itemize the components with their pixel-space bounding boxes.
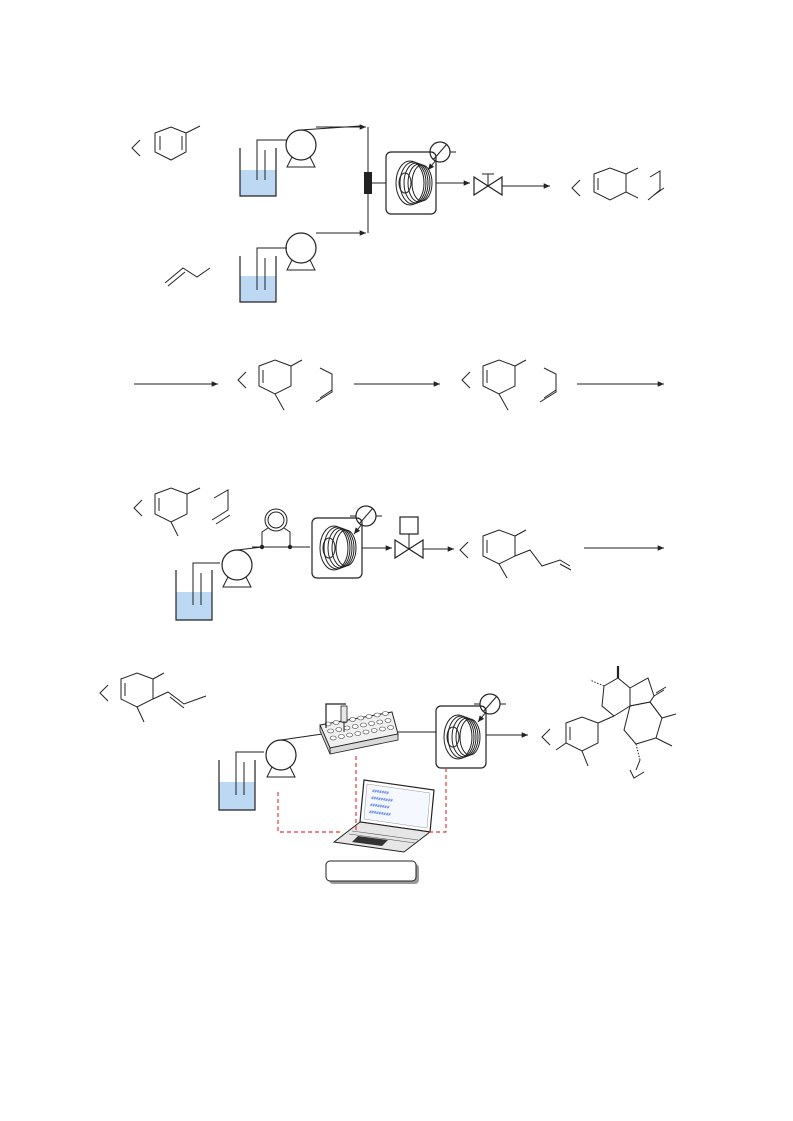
autosampler-needle	[325, 703, 348, 732]
mixer	[364, 127, 386, 233]
svg-text:########: ########	[370, 802, 390, 810]
well	[365, 714, 373, 719]
reagent-structure-alkene	[164, 267, 211, 287]
well	[349, 717, 356, 722]
well	[335, 727, 343, 732]
reservoir-3	[175, 562, 220, 621]
panel-4: ####### ######### ######## #########	[99, 666, 677, 884]
well	[354, 731, 362, 736]
reservoir-4	[218, 751, 264, 811]
coil-reactor-4	[435, 705, 487, 769]
reservoir-2	[239, 247, 287, 303]
well	[362, 729, 370, 735]
well	[387, 725, 394, 730]
control-label-box	[325, 860, 419, 884]
well	[376, 719, 384, 725]
reservoir-1	[239, 139, 287, 197]
coil-reactor-1	[385, 151, 437, 215]
well	[343, 725, 351, 731]
svg-text:#########: #########	[371, 795, 394, 803]
well	[382, 711, 389, 716]
well	[384, 718, 392, 723]
pump-1	[285, 124, 366, 168]
reagent-structure-4	[99, 672, 207, 723]
product-structure-3	[459, 529, 572, 579]
well	[379, 726, 386, 732]
well	[346, 732, 353, 738]
intermediate-structure-2	[461, 359, 557, 411]
panel-2	[134, 359, 664, 411]
well	[329, 735, 337, 741]
pump-3	[221, 546, 263, 588]
control-links	[277, 756, 447, 833]
well	[327, 728, 334, 734]
laptop-controller: ####### ######### ######## #########	[332, 779, 435, 853]
coil-reactor-3	[311, 517, 363, 579]
well	[332, 720, 340, 725]
well	[373, 712, 381, 718]
well	[357, 715, 365, 721]
svg-text:#######: #######	[372, 788, 390, 795]
thermometer-icon-3	[350, 505, 382, 535]
product-structure-1	[571, 167, 665, 201]
well	[368, 721, 375, 726]
reagent-structure-3	[133, 487, 231, 537]
back-pressure-valve-1	[473, 173, 550, 197]
actuated-valve	[394, 516, 454, 560]
well	[370, 728, 378, 733]
well	[360, 722, 367, 728]
panel-1	[131, 124, 665, 303]
thermometer-icon-1	[424, 141, 456, 171]
well	[351, 724, 359, 729]
pump-2	[285, 230, 366, 271]
reagent-structure-benzodioxole	[131, 125, 201, 161]
polycyclic-product-structure	[541, 666, 677, 779]
well-plate	[319, 711, 399, 755]
svg-text:#########: #########	[369, 809, 392, 817]
thermometer-icon-4	[474, 693, 506, 723]
sample-loop	[252, 508, 310, 550]
panel-3	[133, 487, 664, 621]
intermediate-structure-1	[237, 359, 333, 411]
well	[338, 734, 345, 739]
